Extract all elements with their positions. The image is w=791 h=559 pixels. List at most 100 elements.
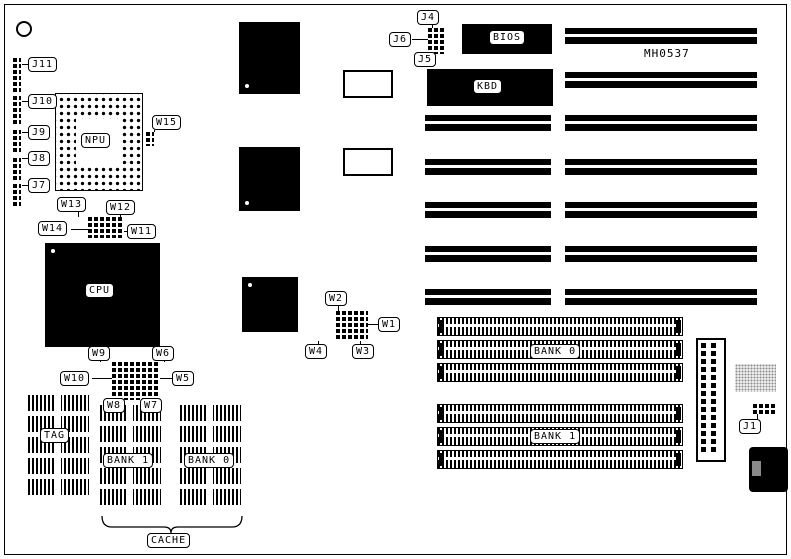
label-w9: W9 xyxy=(88,346,111,361)
pin1-dot xyxy=(248,283,252,287)
jumper-block-j11 xyxy=(13,58,21,92)
board-outline xyxy=(4,4,787,555)
pin1-dot xyxy=(245,84,249,88)
label-w13: W13 xyxy=(57,197,87,212)
crystal-oscillator-1 xyxy=(343,70,393,98)
callout-line xyxy=(368,324,378,325)
callout-line xyxy=(22,185,28,186)
jumper-block-j10 xyxy=(13,96,21,126)
label-tag: TAG xyxy=(40,428,70,443)
label-cache: CACHE xyxy=(147,533,191,548)
simm-socket xyxy=(437,317,683,336)
mounting-hole xyxy=(16,21,32,37)
jumper-block-w11-w14 xyxy=(88,217,124,238)
isa-slot xyxy=(565,115,757,131)
pin1-dot xyxy=(245,201,249,205)
isa-slot-extension xyxy=(425,289,551,305)
label-simm-bank1: BANK 1 xyxy=(530,429,581,444)
label-w15: W15 xyxy=(152,115,182,130)
jumper-block-w5-w10 xyxy=(112,362,160,400)
callout-line xyxy=(412,39,428,40)
jumper-block-j4-j6 xyxy=(428,28,444,54)
jumper-block-j8 xyxy=(13,158,21,180)
label-w12: W12 xyxy=(106,200,136,215)
label-j8: J8 xyxy=(28,151,51,166)
label-j1: J1 xyxy=(739,419,762,434)
part-number: MH0537 xyxy=(644,47,690,60)
label-w2: W2 xyxy=(325,291,348,306)
callout-line xyxy=(164,361,165,362)
callout-line xyxy=(78,212,79,217)
label-w14: W14 xyxy=(38,221,68,236)
label-j10: J10 xyxy=(28,94,58,109)
keyboard-din-connector xyxy=(749,447,788,492)
pin1-dot xyxy=(51,249,55,253)
label-j5: J5 xyxy=(414,52,437,67)
label-npu: NPU xyxy=(81,133,111,148)
isa-slot xyxy=(565,246,757,262)
label-bios: BIOS xyxy=(489,30,526,45)
callout-line xyxy=(757,414,758,419)
label-w7: W7 xyxy=(140,398,163,413)
solder-pad xyxy=(735,364,776,392)
callout-line xyxy=(318,341,319,344)
jumper-block-j9 xyxy=(13,130,21,154)
jumper-block-w15 xyxy=(146,132,154,146)
callout-line xyxy=(432,25,433,28)
jumper-block-j7 xyxy=(13,184,21,206)
simm-socket xyxy=(437,363,683,382)
label-j11: J11 xyxy=(28,57,58,72)
label-cache-bank1: BANK 1 xyxy=(103,453,154,468)
jumper-block-w1-w4 xyxy=(336,311,368,341)
callout-line xyxy=(160,378,172,379)
label-w11: W11 xyxy=(127,224,157,239)
label-w1: W1 xyxy=(378,317,401,332)
callout-line xyxy=(92,378,112,379)
callout-line xyxy=(100,361,101,362)
label-cpu: CPU xyxy=(85,283,115,298)
label-simm-bank0: BANK 0 xyxy=(530,344,581,359)
callout-line xyxy=(120,215,121,217)
jumper-block-j1 xyxy=(753,404,775,414)
qfp-chip-2 xyxy=(239,147,300,211)
qfp-chip-3 xyxy=(242,277,298,332)
power-connector xyxy=(696,338,726,462)
label-j9: J9 xyxy=(28,125,51,140)
crystal-oscillator-2 xyxy=(343,148,393,176)
simm-socket xyxy=(437,450,683,469)
callout-line xyxy=(71,229,88,230)
simm-socket xyxy=(437,404,683,423)
label-w3: W3 xyxy=(352,344,375,359)
label-j4: J4 xyxy=(417,10,440,25)
label-w5: W5 xyxy=(172,371,195,386)
callout-line xyxy=(154,130,155,132)
isa-slot xyxy=(565,202,757,218)
isa-slot-extension xyxy=(425,202,551,218)
qfp-chip-1 xyxy=(239,22,300,94)
callout-line xyxy=(437,52,438,54)
power-connector-pins xyxy=(701,343,717,453)
label-kbd: KBD xyxy=(473,79,503,94)
callout-line xyxy=(360,341,361,344)
isa-slot xyxy=(565,72,757,88)
callout-line xyxy=(338,306,339,311)
label-w4: W4 xyxy=(305,344,328,359)
isa-slot xyxy=(565,159,757,175)
isa-slot xyxy=(565,289,757,305)
label-w8: W8 xyxy=(103,398,126,413)
label-w10: W10 xyxy=(60,371,90,386)
callout-line xyxy=(22,101,28,102)
isa-slot-extension xyxy=(425,115,551,131)
callout-line xyxy=(22,64,28,65)
tag-ram-chips xyxy=(28,395,92,496)
isa-slot-extension xyxy=(425,159,551,175)
callout-line xyxy=(22,158,28,159)
label-cache-bank0: BANK 0 xyxy=(184,453,235,468)
callout-line xyxy=(124,231,127,232)
isa-slot-extension xyxy=(425,246,551,262)
label-w6: W6 xyxy=(152,346,175,361)
label-j7: J7 xyxy=(28,178,51,193)
isa-slot xyxy=(565,28,757,44)
callout-line xyxy=(22,132,28,133)
